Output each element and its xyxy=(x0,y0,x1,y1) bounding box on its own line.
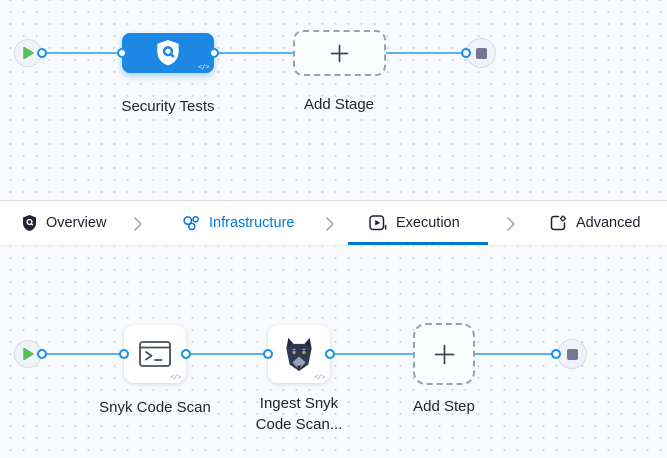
connector-line xyxy=(42,52,122,54)
connector-dot xyxy=(117,48,127,58)
stage-node-security-tests[interactable]: </> xyxy=(122,33,214,73)
connector-dot xyxy=(263,349,273,359)
stop-icon xyxy=(566,348,578,360)
pipeline-start-button[interactable] xyxy=(14,39,42,67)
snyk-dog-icon xyxy=(286,337,312,371)
tab-execution[interactable]: Execution xyxy=(369,201,460,245)
tab-label: Infrastructure xyxy=(209,215,295,231)
execution-icon xyxy=(369,215,387,231)
connector-dot xyxy=(119,349,129,359)
advanced-icon xyxy=(550,215,567,231)
code-view-badge[interactable]: </> xyxy=(197,63,210,71)
plus-icon xyxy=(434,344,454,364)
tab-label: Advanced xyxy=(576,215,641,231)
connector-line xyxy=(42,353,124,355)
pipeline-end-button[interactable] xyxy=(466,38,496,68)
add-step-label: Add Step xyxy=(413,398,475,415)
connector-dot xyxy=(461,48,471,58)
step-label: Snyk Code Scan xyxy=(99,399,211,416)
add-step-button[interactable] xyxy=(413,323,475,385)
infrastructure-icon xyxy=(183,215,199,231)
step-node-snyk-code-scan[interactable]: </> xyxy=(124,325,186,383)
connector-dot xyxy=(551,349,561,359)
connector-dot xyxy=(181,349,191,359)
tab-overview[interactable]: Overview xyxy=(22,201,106,245)
code-view-badge[interactable]: </> xyxy=(169,373,182,381)
chevron-right-icon xyxy=(134,217,142,231)
connector-dot xyxy=(209,48,219,58)
stage-label: Security Tests xyxy=(121,98,215,115)
chevron-right-icon xyxy=(507,217,515,231)
tab-label: Execution xyxy=(396,215,460,231)
code-view-badge[interactable]: </> xyxy=(313,373,326,381)
stage-config-tab-bar: Overview Infrastructure Execution xyxy=(0,200,667,246)
execution-step-canvas[interactable]: </> Snyk Code Scan </> Ingest Snyk Code … xyxy=(0,246,667,458)
tab-infrastructure[interactable]: Infrastructure xyxy=(182,201,294,245)
shield-icon xyxy=(23,215,36,231)
connector-line xyxy=(186,353,268,355)
stop-icon xyxy=(475,47,487,59)
plus-icon xyxy=(330,44,349,62)
connector-dot xyxy=(37,349,47,359)
play-icon xyxy=(22,47,34,59)
step-node-ingest-snyk[interactable]: </> xyxy=(268,325,330,383)
play-icon xyxy=(22,348,34,360)
stage-canvas[interactable]: </> Security Tests Add Stage xyxy=(0,0,667,200)
terminal-icon xyxy=(139,341,171,367)
add-stage-label: Add Stage xyxy=(303,96,375,113)
connector-dot xyxy=(325,349,335,359)
active-tab-underline xyxy=(348,242,488,245)
security-shield-icon xyxy=(157,40,179,66)
chevron-right-icon xyxy=(326,217,334,231)
add-stage-button[interactable] xyxy=(293,30,386,76)
connector-dot xyxy=(37,48,47,58)
tab-label: Overview xyxy=(46,215,107,231)
execution-end-button[interactable] xyxy=(557,339,587,369)
step-label: Ingest Snyk Code Scan... xyxy=(255,395,343,433)
tab-advanced[interactable]: Advanced xyxy=(550,201,641,245)
